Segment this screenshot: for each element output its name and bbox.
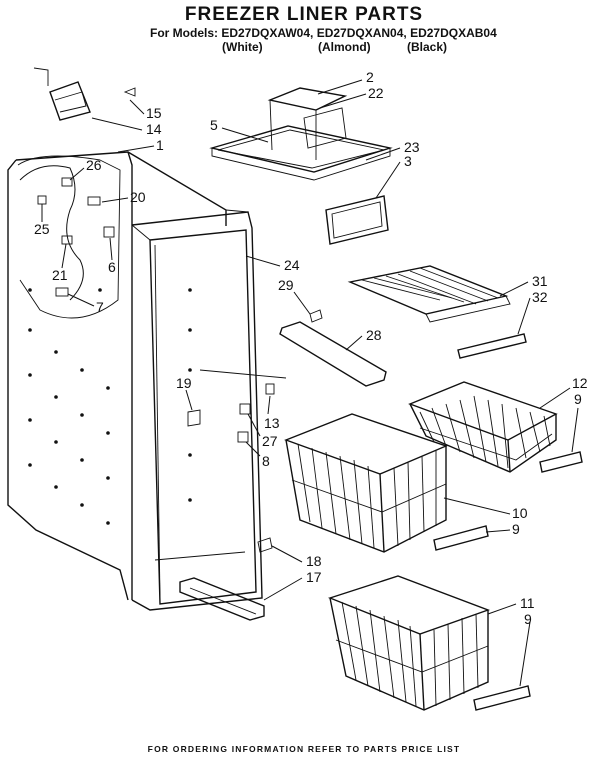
callout-17: 17 <box>306 569 322 585</box>
callout-32: 32 <box>532 289 548 305</box>
model-numbers: For Models: ED27DQXAW04, ED27DQXAN04, ED… <box>150 26 497 40</box>
top-bracket <box>33 67 136 121</box>
variant-black: (Black) <box>407 40 448 54</box>
callout-24: 24 <box>284 257 300 273</box>
wire-shelf <box>347 265 527 359</box>
ordering-footer: FOR ORDERING INFORMATION REFER TO PARTS … <box>147 744 461 754</box>
variant-white: (White) <box>222 40 263 54</box>
callout-20: 20 <box>130 189 146 205</box>
callout-7: 7 <box>96 299 104 315</box>
shelf-support <box>279 309 387 387</box>
callout-25: 25 <box>34 221 50 237</box>
callout-21: 21 <box>52 267 68 283</box>
callout-15: 15 <box>146 105 162 121</box>
callout-26: 26 <box>86 157 102 173</box>
callout-13: 13 <box>264 415 280 431</box>
callout-27: 27 <box>262 433 278 449</box>
bottom-trim <box>179 537 273 621</box>
callout-6: 6 <box>108 259 116 275</box>
callout-23: 23 <box>404 139 420 155</box>
callout-22: 22 <box>368 85 384 101</box>
callout-18: 18 <box>306 553 322 569</box>
callout-labels: 2 22 5 23 3 15 14 1 26 20 25 21 6 7 24 3… <box>34 69 588 627</box>
callout-29: 29 <box>278 277 294 293</box>
callout-1: 1 <box>156 137 164 153</box>
freezer-liner <box>7 151 263 611</box>
callout-5: 5 <box>210 117 218 133</box>
upper-basket <box>408 381 583 473</box>
variant-almond: (Almond) <box>318 40 371 54</box>
callout-14: 14 <box>146 121 162 137</box>
middle-basket <box>284 413 489 553</box>
callout-19: 19 <box>176 375 192 391</box>
callout-9-upper: 9 <box>574 391 582 407</box>
callout-31: 31 <box>532 273 548 289</box>
callout-10: 10 <box>512 505 528 521</box>
lower-basket <box>327 575 531 711</box>
callout-28: 28 <box>366 327 382 343</box>
callout-2: 2 <box>366 69 374 85</box>
callout-8: 8 <box>262 453 270 469</box>
tilt-bin-assembly <box>209 87 393 245</box>
liner-holes <box>28 288 192 525</box>
small-fasteners <box>199 369 287 443</box>
callout-11: 11 <box>520 595 535 611</box>
leader-lines <box>41 79 579 687</box>
callout-9-lower: 9 <box>524 611 532 627</box>
callout-12: 12 <box>572 375 588 391</box>
diagram-title: FREEZER LINER PARTS <box>184 4 424 25</box>
callout-3: 3 <box>404 153 412 169</box>
callout-9-middle: 9 <box>512 521 520 537</box>
